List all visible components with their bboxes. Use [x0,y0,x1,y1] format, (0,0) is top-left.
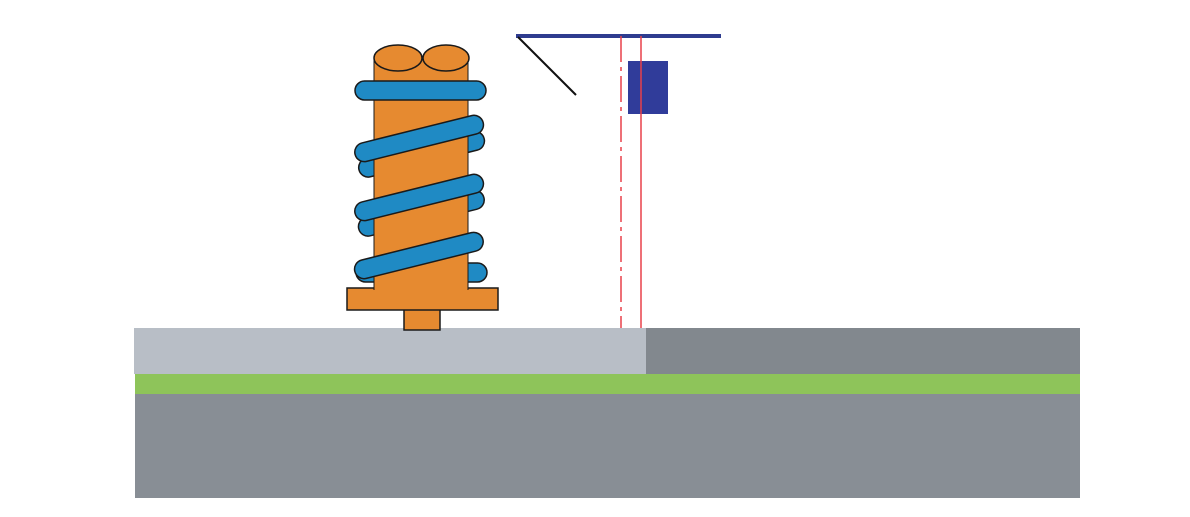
foot-plate [346,287,499,311]
coil-winding [354,114,485,163]
shaft-top-right [422,44,470,72]
base-layer [135,393,1080,498]
surface-dark [646,328,1080,374]
surface-light [134,328,646,374]
sensor-block [628,61,668,114]
shaft-top-left [373,44,423,72]
coil-winding [354,173,485,222]
wiper-arm [517,36,577,96]
coil-winding [354,80,487,101]
coil-winding [353,231,484,280]
spring-coil [353,80,487,280]
green-layer [135,373,1080,394]
